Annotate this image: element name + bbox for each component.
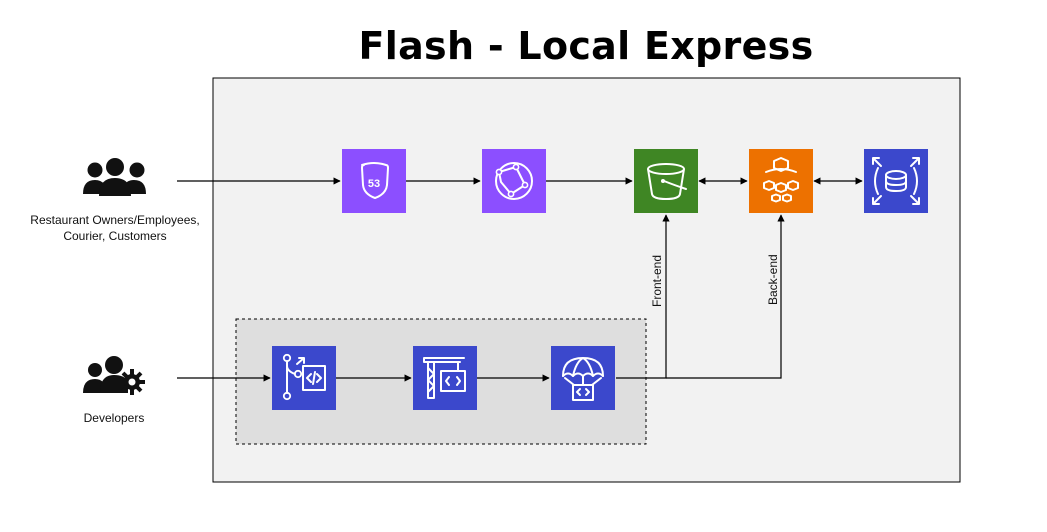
codecommit-icon bbox=[272, 346, 336, 410]
cloudfront-icon bbox=[482, 149, 546, 213]
users-label-line2: Courier, Customers bbox=[63, 229, 166, 243]
backend-edge-label: Back-end bbox=[766, 254, 780, 305]
diagram-title: Flash - Local Express bbox=[358, 24, 814, 68]
developers-label: Developers bbox=[84, 411, 145, 425]
users-label-line1: Restaurant Owners/Employees, bbox=[30, 213, 199, 227]
rds-database-icon bbox=[864, 149, 928, 213]
codedeploy-icon bbox=[551, 346, 615, 410]
codebuild-icon bbox=[413, 346, 477, 410]
edge-deploy-backend bbox=[666, 214, 785, 379]
route53-icon: 53 bbox=[342, 149, 406, 213]
fargate-icon bbox=[749, 149, 813, 213]
route53-label: 53 bbox=[368, 178, 380, 190]
developers-gear-icon bbox=[83, 356, 145, 395]
s3-bucket-icon bbox=[634, 149, 698, 213]
users-group-icon bbox=[83, 158, 146, 196]
frontend-edge-label: Front-end bbox=[650, 255, 664, 307]
